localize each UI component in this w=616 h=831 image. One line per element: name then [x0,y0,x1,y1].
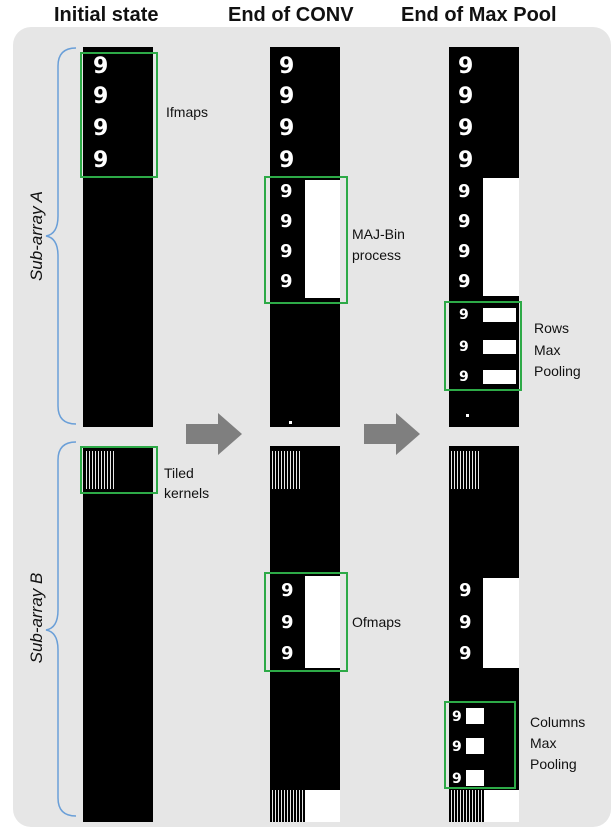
ifmap-digit: 9 [93,116,109,141]
rows-pool-digit: 9 [459,307,469,323]
ofmaps-highlight-box [264,572,348,672]
rows-pool-block [483,340,516,354]
columns-pool-block [466,708,484,724]
label-process: process [352,247,402,263]
ofmaps-white-block [483,578,519,668]
maj-bin-digit: 9 [280,181,293,202]
rows-max-pooling-highlight-box [444,301,522,391]
ofmap-digit: 9 [459,612,472,633]
ifmap-digit: 9 [458,54,474,79]
tiled-kernel-pattern [86,451,116,489]
rows-pool-digit: 9 [459,339,469,355]
header-initial-state: Initial state [54,4,159,26]
residual-pixel [466,414,469,417]
label-kernels: kernels [164,485,210,501]
maj-bin-digit: 9 [458,241,471,262]
ifmap-digit: 9 [458,148,474,173]
tiled-kernel-pattern [451,451,481,489]
columns-pool-digit: 9 [452,709,462,725]
label-columns: Columns [530,714,586,730]
columns-pool-digit: 9 [452,739,462,755]
label-maj-bin: MAJ-Bin [352,226,405,242]
maj-bin-digit: 9 [458,181,471,202]
columns-pool-block [466,770,484,786]
maj-bin-digit: 9 [458,211,471,232]
maxpool-output-white-block [484,790,519,822]
ofmap-digit: 9 [459,580,472,601]
conv-output-pattern [272,790,304,822]
bracket-sub-array-b [45,441,77,817]
ifmap-digit: 9 [458,116,474,141]
label-max: Max [530,735,557,751]
ifmap-digit: 9 [93,84,109,109]
arrow-right-icon [186,413,242,455]
header-end-of-max-pool: End of Max Pool [401,4,557,26]
ifmap-digit: 9 [279,148,295,173]
label-ifmaps: Ifmaps [166,104,209,120]
ofmap-digit: 9 [281,580,294,601]
ofmaps-white-block [305,576,340,668]
maj-bin-highlight-box [264,176,348,304]
ifmap-digit: 9 [279,54,295,79]
sub-array-a-initial [83,47,153,427]
label-max: Max [534,342,561,358]
ifmap-digit: 9 [93,54,109,79]
ofmap-digit: 9 [281,643,294,664]
ofmap-digit: 9 [281,612,294,633]
ifmap-digit: 9 [93,148,109,173]
columns-pool-block [466,738,484,754]
ifmaps-highlight-box [80,52,158,178]
columns-pool-digit: 9 [452,771,462,787]
label-ofmaps: Ofmaps [352,614,402,630]
maj-bin-digit: 9 [458,271,471,292]
rows-pool-digit: 9 [459,369,469,385]
ifmap-digit: 9 [279,116,295,141]
label-rows: Rows [534,320,570,336]
maj-bin-white-block [483,178,519,296]
rows-pool-block [483,308,516,322]
ofmap-digit: 9 [459,643,472,664]
header-end-of-conv: End of CONV [228,4,354,26]
columns-max-pooling-highlight-box [444,701,516,789]
bracket-sub-array-a [45,47,77,425]
ifmap-digit: 9 [279,84,295,109]
rows-pool-block [483,370,516,384]
sub-array-b-initial [83,446,153,822]
residual-pixel [289,421,292,424]
tiled-kernel-pattern [272,451,302,489]
maxpool-output-pattern [451,790,483,822]
ifmap-digit: 9 [458,84,474,109]
maj-bin-digit: 9 [280,211,293,232]
label-pooling: Pooling [534,363,581,379]
label-tiled: Tiled [164,465,194,481]
conv-output-white-block [305,790,340,822]
maj-bin-white-block [305,180,340,298]
label-pooling: Pooling [530,756,577,772]
maj-bin-digit: 9 [280,271,293,292]
maj-bin-digit: 9 [280,241,293,262]
tiled-kernels-highlight-box [80,446,158,494]
arrow-right-icon [364,413,420,455]
